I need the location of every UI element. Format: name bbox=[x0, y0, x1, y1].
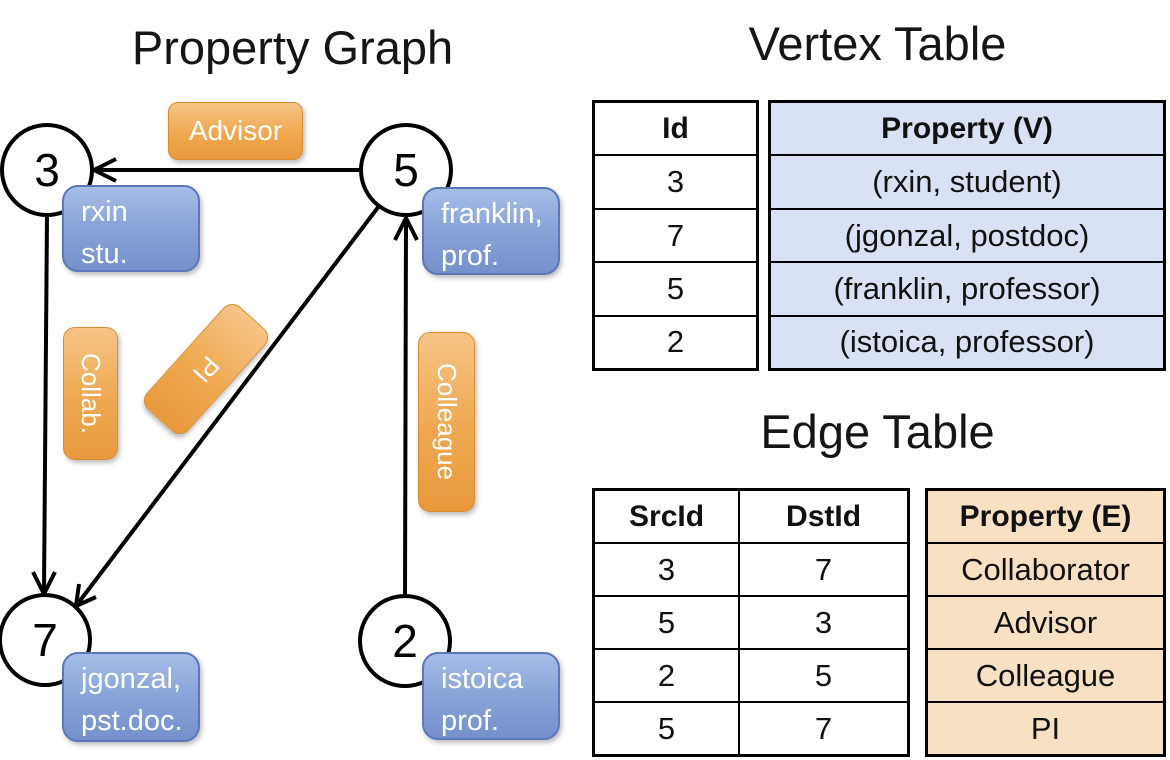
vertex-property-box-7: jgonzal, pst.doc. bbox=[62, 652, 200, 742]
vertex-table-property-column: Property (V) (rxin, student) (jgonzal, p… bbox=[768, 100, 1166, 371]
edge-table-property-header: Property (E) bbox=[959, 499, 1132, 533]
edge-table-src-header: SrcId bbox=[595, 491, 741, 542]
edge-table-dst-header: DstId bbox=[786, 499, 862, 533]
vertex-property-box-5: franklin, prof. bbox=[422, 187, 560, 275]
vertex-property-line: jgonzal, bbox=[81, 663, 181, 695]
edge-collab-arrow bbox=[31, 214, 57, 596]
property-graph-title: Property Graph bbox=[131, 21, 454, 74]
vertex-id-2: 2 bbox=[392, 615, 418, 667]
vertex-table-id-column: Id 3 7 5 2 bbox=[592, 100, 759, 371]
edge-table-id-columns: SrcId DstId 3 7 5 3 2 5 5 7 bbox=[592, 488, 910, 757]
vertex-id-5: 5 bbox=[393, 144, 419, 196]
edge-table-dst-cell: 3 bbox=[814, 604, 833, 640]
vertex-table-property-cell: (rxin, student) bbox=[771, 154, 1163, 207]
vertex-table-title: Vertex Table bbox=[748, 17, 1007, 70]
vertex-table-id-header: Id bbox=[662, 111, 689, 145]
vertex-table-id-cell: 5 bbox=[595, 261, 756, 314]
vertex-property-line: franklin, bbox=[441, 198, 543, 230]
edge-table-dst-cell: 7 bbox=[814, 551, 833, 587]
vertex-property-line: istoica bbox=[441, 663, 524, 695]
edge-table-property-cell: Colleague bbox=[928, 648, 1163, 701]
edge-table-dst-cell: 5 bbox=[814, 657, 833, 693]
edge-table-src-cell: 2 bbox=[595, 650, 741, 701]
edge-table-src-cell: 5 bbox=[595, 703, 741, 754]
vertex-table-id-cell: 3 bbox=[595, 154, 756, 207]
vertex-property-line: prof. bbox=[441, 705, 500, 737]
vertex-table-property-cell: (jgonzal, postdoc) bbox=[771, 207, 1163, 261]
edge-label-advisor: Advisor bbox=[168, 102, 303, 160]
vertex-property-box-2: istoica prof. bbox=[422, 652, 560, 740]
vertex-property-line: stu. bbox=[81, 238, 128, 270]
edge-label-colleague: Colleague bbox=[418, 332, 475, 512]
vertex-table-id-cell: 7 bbox=[595, 207, 756, 261]
edge-table-src-cell: 3 bbox=[595, 544, 741, 595]
edge-colleague-arrow bbox=[393, 216, 419, 596]
vertex-table-property-header: Property (V) bbox=[881, 111, 1053, 145]
edge-table-property-cell: Collaborator bbox=[928, 542, 1163, 595]
edge-advisor-arrow bbox=[92, 157, 361, 183]
vertex-id-3: 3 bbox=[34, 144, 60, 196]
vertex-table-property-cell: (istoica, professor) bbox=[771, 314, 1163, 368]
vertex-property-line: rxin bbox=[81, 196, 128, 228]
vertex-table-id-cell: 2 bbox=[595, 314, 756, 368]
edge-table-property-column: Property (E) Collaborator Advisor Collea… bbox=[925, 488, 1166, 757]
vertex-property-line: pst.doc. bbox=[81, 705, 183, 737]
edge-table-property-cell: Advisor bbox=[928, 595, 1163, 648]
vertex-id-7: 7 bbox=[32, 614, 58, 666]
vertex-property-box-3: rxin stu. bbox=[62, 185, 200, 272]
edge-label-collab: Collab. bbox=[63, 327, 118, 460]
edge-table-title: Edge Table bbox=[760, 405, 995, 458]
edge-table-src-cell: 5 bbox=[595, 597, 741, 648]
edge-table-dst-cell: 7 bbox=[814, 710, 833, 746]
edge-table-property-cell: PI bbox=[928, 701, 1163, 754]
vertex-table-property-cell: (franklin, professor) bbox=[771, 261, 1163, 314]
vertex-property-line: prof. bbox=[441, 240, 500, 272]
